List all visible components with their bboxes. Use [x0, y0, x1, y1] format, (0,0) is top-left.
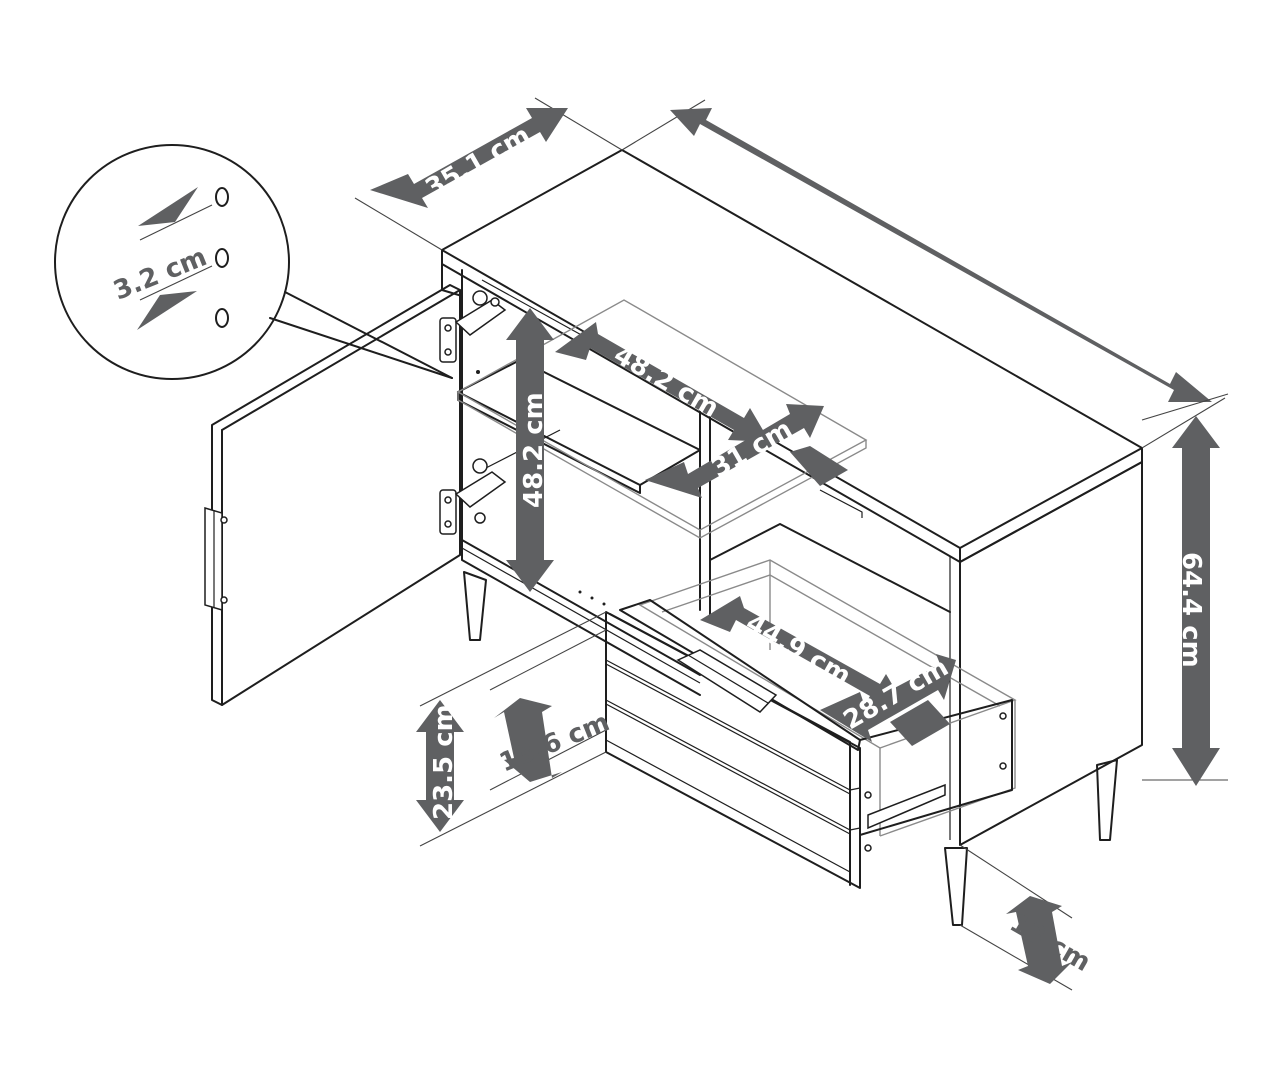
- dim-depth: [354, 97, 623, 251]
- cabinet-bottom: [461, 539, 701, 676]
- cabinet-legs: [463, 571, 1118, 926]
- drawer-runner: [867, 783, 946, 830]
- hinge-bottom: [439, 458, 507, 535]
- dim-leg-height: [959, 844, 1073, 991]
- door-panel: [211, 284, 461, 706]
- dim-drawer-width: [700, 596, 906, 708]
- cabinet-right-side: [959, 461, 1143, 846]
- drawer-handle[interactable]: [676, 649, 778, 713]
- drawer: [605, 559, 1017, 889]
- label-drawer-width: 44.9 cm: [741, 608, 856, 692]
- cabinet-shelf: [457, 359, 701, 486]
- dim-height: [1141, 393, 1229, 786]
- dim-drawer-front-height: [416, 611, 607, 847]
- ghost-shelf: [456, 299, 868, 539]
- dim-shelf-width: [555, 322, 770, 442]
- dim-width: [621, 99, 1226, 449]
- label-shelf-width: 48.2 cm: [609, 340, 724, 424]
- hole-spacing-detail: [54, 144, 453, 380]
- dim-drawer-inner-height: [489, 629, 607, 791]
- label-depth: 35.1 cm: [421, 120, 536, 204]
- open-door: [204, 284, 461, 706]
- shelf-pin-holes: [476, 370, 606, 606]
- cabinet-body: [441, 149, 1143, 926]
- label-cabinet-inner-height: 48.2 cm: [519, 392, 549, 508]
- label-height: 64.4 cm: [1176, 552, 1206, 668]
- label-width: 101.4 cm: [877, 230, 1008, 323]
- dim-shelf-depth: [645, 404, 848, 498]
- hinge-top: [439, 290, 507, 363]
- label-drawer-front-height: 23.5 cm: [429, 704, 459, 820]
- dim-drawer-depth: [820, 654, 956, 746]
- dim-cabinet-inner-height: [506, 308, 554, 592]
